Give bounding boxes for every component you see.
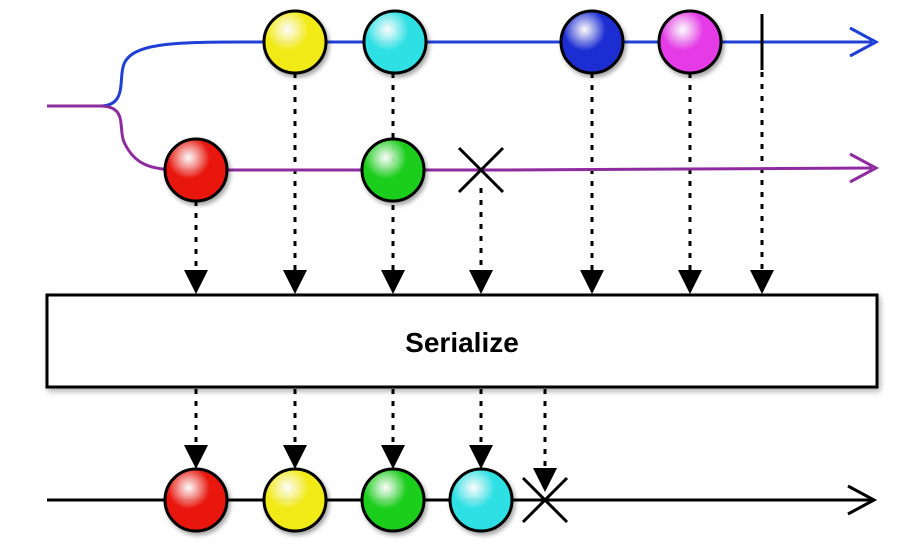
- marbles: [163, 9, 764, 533]
- projection-arrow-blue-in-head: [580, 270, 604, 294]
- upper-timeline: [47, 40, 872, 108]
- lower-timeline-arrowhead: [849, 152, 880, 184]
- marble-upper-cyan: [362, 9, 428, 75]
- projection-arrow-red-in-head: [184, 270, 208, 294]
- projection-arrow-green-out-head: [381, 445, 405, 469]
- operator-box-group: Serialize: [45, 293, 879, 389]
- projection-arrow-magenta-in-head: [678, 270, 702, 294]
- lower-error-marker: [457, 146, 505, 194]
- operator-box: [45, 293, 879, 389]
- projection-arrow-error-in-head: [469, 270, 493, 294]
- projection-arrow-cyan-green-in-head: [381, 270, 405, 294]
- upper-timeline-arrowhead: [849, 26, 880, 58]
- marble-output-yellow: [262, 467, 328, 533]
- marble-lower-green: [360, 137, 426, 203]
- projection-arrow-cyan-out-head: [469, 445, 493, 469]
- marble-upper-magenta: [657, 9, 723, 75]
- marble-output-red: [163, 467, 229, 533]
- marble-output-green: [360, 467, 426, 533]
- projection-arrows: [184, 72, 774, 492]
- projection-arrow-yellow-out-head: [283, 445, 307, 469]
- marble-lower-red: [163, 137, 229, 203]
- marble-upper-yellow: [262, 9, 328, 75]
- output-error-marker: [521, 476, 569, 524]
- projection-arrow-yellow-in-head: [283, 270, 307, 294]
- output-timeline-arrowhead: [847, 484, 878, 516]
- projection-arrow-complete-in-head: [750, 270, 774, 294]
- operator-label: Serialize: [405, 327, 519, 358]
- marble-upper-blue: [559, 9, 625, 75]
- projection-arrow-red-out-head: [184, 445, 208, 469]
- marble-output-cyan: [448, 467, 514, 533]
- projection-arrow-error-out-head: [533, 468, 557, 492]
